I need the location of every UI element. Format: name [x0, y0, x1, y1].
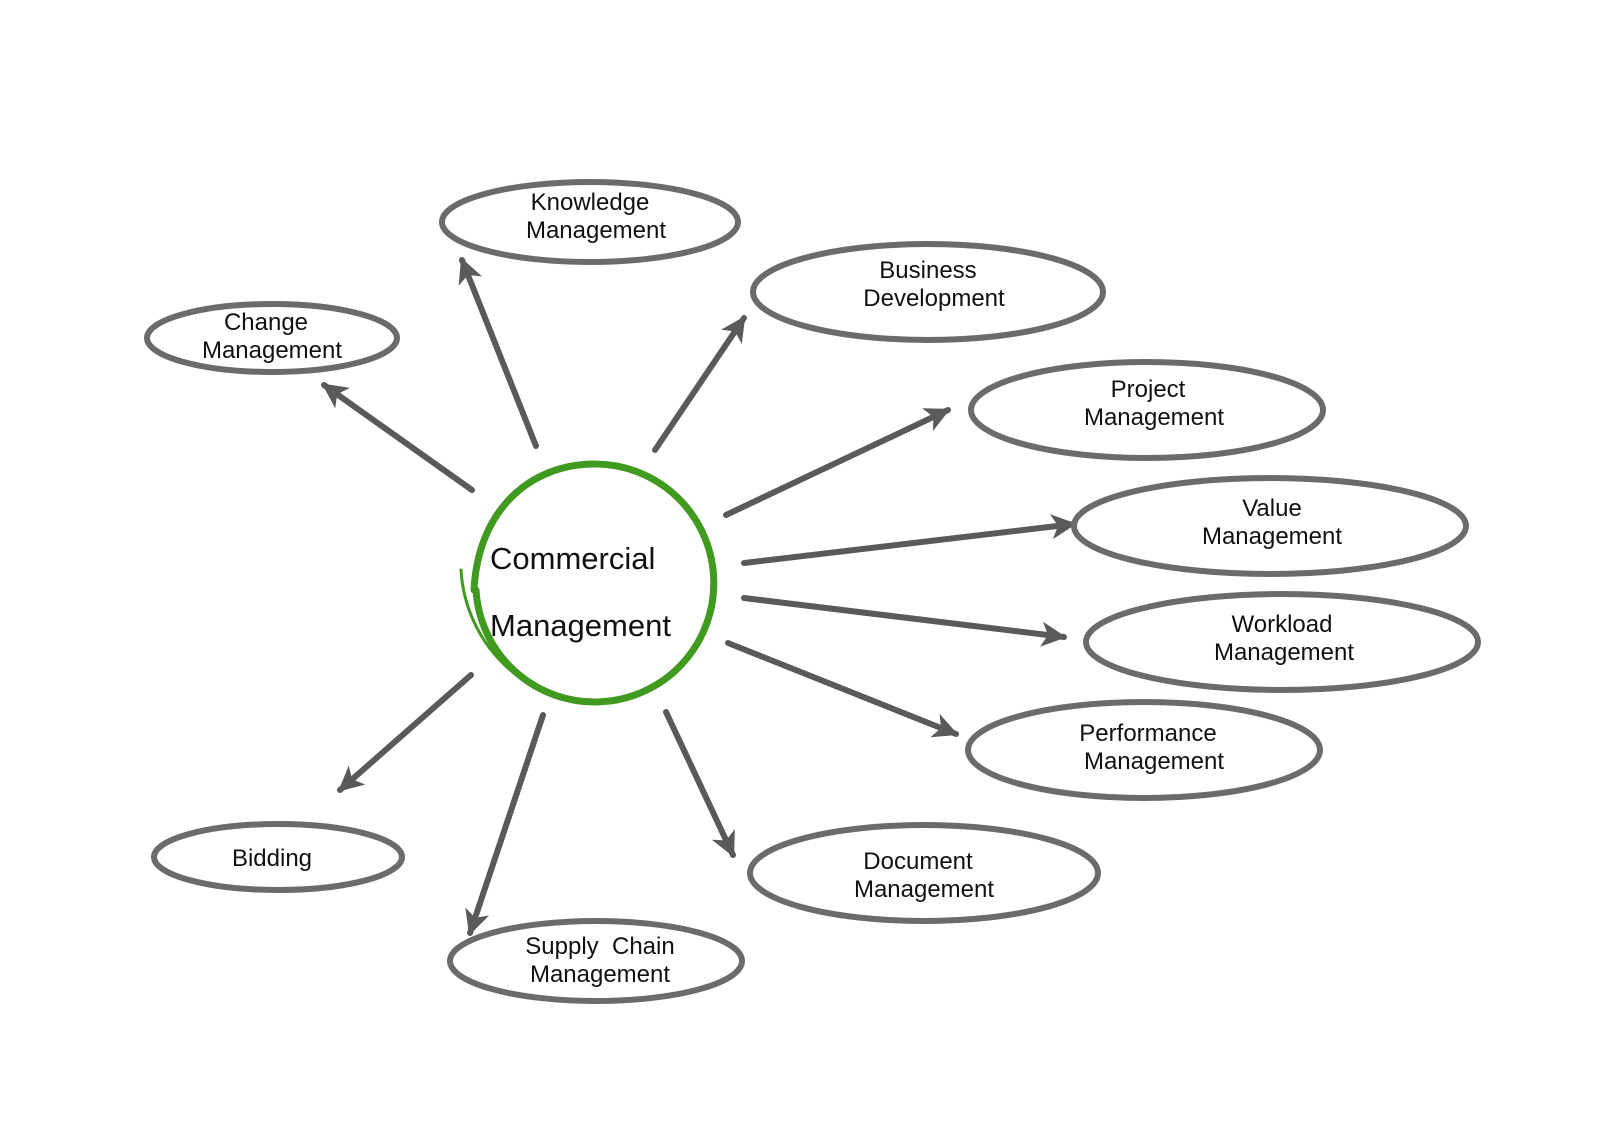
- node-ellipse: [968, 359, 1326, 461]
- node-performance-management: Performance Management: [965, 699, 1323, 801]
- node-ellipse: [144, 301, 400, 375]
- node-ellipse: [151, 821, 405, 893]
- node-label-line-2: Management: [854, 876, 994, 903]
- node-label-line-1: Value: [1242, 495, 1302, 522]
- center-ring-inner-stroke: [459, 568, 596, 705]
- node-ellipse: [965, 699, 1323, 801]
- node-change-management: Change Management: [144, 301, 400, 375]
- node-knowledge-management: Knowledge Management: [439, 179, 741, 265]
- arrow-to-workload-management: [741, 595, 1067, 647]
- node-label-line-1: Project: [1111, 376, 1186, 403]
- arrow-to-business-development: [652, 315, 747, 453]
- center-label-line-2: Management: [490, 608, 671, 643]
- node-label-line-2: Management: [1084, 748, 1224, 775]
- node-project-management: Project Management: [968, 359, 1326, 461]
- node-label-line-1: Performance: [1079, 720, 1216, 747]
- arrow-to-project-management: [723, 407, 951, 518]
- node-supply-chain-management: Supply Chain Management: [447, 918, 745, 1004]
- node-ellipse: [447, 918, 745, 1004]
- node-ellipse: [439, 179, 741, 265]
- arrow-to-performance-management: [725, 640, 959, 738]
- node-label-line-2: Management: [530, 961, 670, 988]
- arrow-to-knowledge-management: [458, 257, 539, 449]
- node-ellipse: [1071, 475, 1469, 577]
- node-label-line-1: Workload: [1232, 611, 1333, 638]
- node-label-line-2: Management: [1214, 639, 1354, 666]
- center-node: Commercial Management: [459, 460, 718, 706]
- center-ring: [470, 460, 718, 706]
- node-bidding: Bidding: [151, 821, 405, 893]
- node-value-management: Value Management: [1071, 475, 1469, 577]
- node-label-line-2: Management: [202, 337, 342, 364]
- arrow-to-document-management: [663, 709, 736, 858]
- node-label-line-2: Management: [526, 217, 666, 244]
- arrow-to-value-management: [741, 514, 1077, 566]
- node-workload-management: Workload Management: [1083, 591, 1481, 693]
- node-label-line-2: Development: [863, 285, 1005, 312]
- node-label-line-2: Management: [1202, 523, 1342, 550]
- node-label-line-1: Bidding: [232, 845, 312, 872]
- arrow-to-change-management: [321, 382, 475, 493]
- node-ellipse: [747, 822, 1101, 924]
- node-label-line-2: Management: [1084, 404, 1224, 431]
- node-label-line-1: Document: [863, 848, 973, 875]
- arrow-to-bidding: [337, 672, 474, 793]
- arrows: [321, 257, 1077, 936]
- node-label-line-1: Supply Chain: [525, 933, 674, 960]
- node-ellipse: [1083, 591, 1481, 693]
- center-label-line-1: Commercial: [490, 541, 655, 576]
- node-business-development: Business Development: [750, 241, 1106, 343]
- node-document-management: Document Management: [747, 822, 1101, 924]
- node-ellipse: [750, 241, 1106, 343]
- node-label-line-1: Business: [879, 257, 976, 284]
- node-label-line-1: Change: [224, 309, 308, 336]
- node-label-line-1: Knowledge: [531, 189, 650, 216]
- arrow-to-supply-chain-management: [465, 712, 546, 936]
